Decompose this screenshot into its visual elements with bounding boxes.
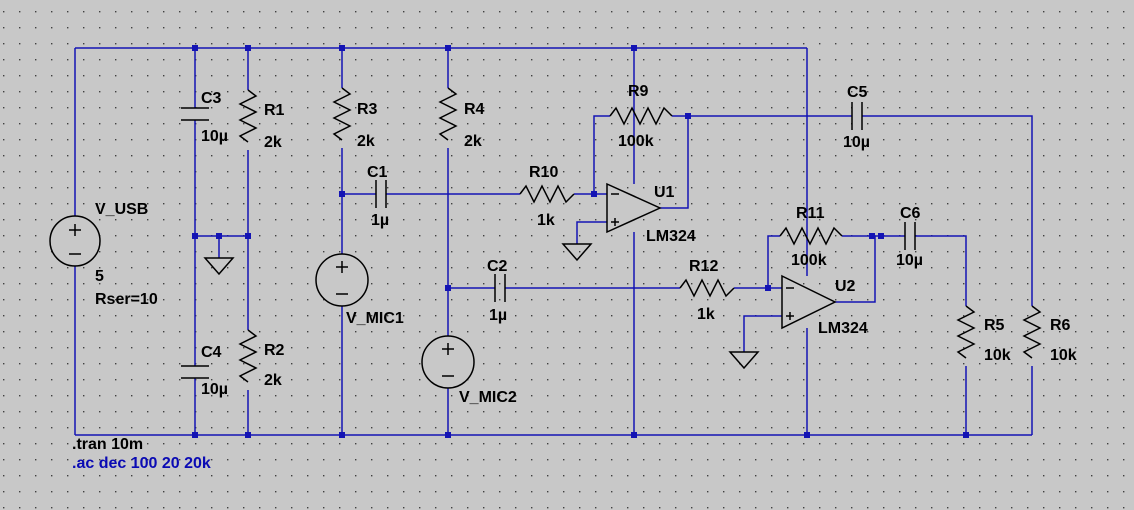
component-r1[interactable]: R1 2k [238,89,285,151]
resistor-icon [779,226,843,246]
resistor-icon [679,278,735,298]
v-usb-name: V_USB [95,201,148,218]
r4-value: 2k [464,133,482,150]
u2-name: U2 [835,278,856,295]
resistor-icon [332,87,352,141]
v-usb-value: 5 [95,268,104,285]
c3-value: 10µ [201,128,228,145]
r3-name: R3 [357,101,378,118]
capacitor-icon [375,180,387,208]
resistor-icon [438,87,458,141]
voltage-source-icon [49,215,101,267]
component-r10[interactable]: R10 1k [519,164,575,229]
voltage-source-icon [421,335,475,389]
opamp-icon [606,182,662,234]
ground-icon [728,351,760,370]
component-u2[interactable]: U2 LM324 [781,274,868,337]
r10-name: R10 [529,164,558,181]
capacitor-icon [904,222,916,250]
r11-value: 100k [791,252,827,269]
u2-value: LM324 [818,320,868,337]
component-r12[interactable]: R12 1k [679,258,735,323]
component-v-usb[interactable]: V_USB 5 Rser=10 [49,201,158,308]
component-c6[interactable]: C6 10µ [896,205,923,269]
c2-name: C2 [487,258,508,275]
c4-name: C4 [201,344,222,361]
r1-value: 2k [264,134,282,151]
r5-value: 10k [984,347,1011,364]
component-r2[interactable]: R2 2k [238,329,285,389]
r9-value: 100k [618,133,654,150]
resistor-icon [609,106,673,126]
r6-value: 10k [1050,347,1077,364]
r12-name: R12 [689,258,718,275]
component-r3[interactable]: R3 2k [332,87,378,150]
component-c1[interactable]: C1 1µ [367,164,389,229]
c5-value: 10µ [843,134,870,151]
r10-value: 1k [537,212,555,229]
c1-value: 1µ [371,212,389,229]
component-c3[interactable]: C3 10µ [181,90,228,145]
r9-name: R9 [628,83,649,100]
component-r9[interactable]: R9 100k [609,83,673,150]
component-c2[interactable]: C2 1µ [487,258,508,324]
resistor-icon [519,184,575,204]
ground-icon [561,243,593,262]
r1-name: R1 [264,102,285,119]
opamp-icon [781,274,837,330]
c2-value: 1µ [489,307,507,324]
v-mic1-name: V_MIC1 [346,310,404,327]
u1-value: LM324 [646,228,696,245]
component-u1[interactable]: U1 LM324 [606,182,696,245]
capacitor-icon [494,274,506,302]
r2-value: 2k [264,372,282,389]
resistor-icon [956,305,976,359]
r5-name: R5 [984,317,1005,334]
capacitor-icon [181,107,209,121]
r11-name: R11 [796,205,825,222]
voltage-source-icon [315,253,369,307]
tran-directive[interactable]: .tran 10m [72,436,143,453]
ground-icon [203,257,235,276]
v-usb-rser: Rser=10 [95,291,158,308]
resistor-icon [238,329,258,383]
component-r6[interactable]: R6 10k [1022,305,1077,364]
component-r4[interactable]: R4 2k [438,87,485,150]
capacitor-icon [181,365,209,379]
component-c4[interactable]: C4 10µ [181,344,228,398]
r6-name: R6 [1050,317,1071,334]
ac-directive[interactable]: .ac dec 100 20 20k [72,455,211,472]
r3-value: 2k [357,133,375,150]
c3-name: C3 [201,90,222,107]
v-mic2-name: V_MIC2 [459,389,517,406]
c1-name: C1 [367,164,388,181]
r4-name: R4 [464,101,485,118]
c4-value: 10µ [201,381,228,398]
r12-value: 1k [697,306,715,323]
c6-name: C6 [900,205,921,222]
component-v-mic1[interactable]: V_MIC1 [315,253,404,327]
c5-name: C5 [847,84,868,101]
capacitor-icon [851,102,863,130]
resistor-icon [1022,305,1042,359]
resistor-icon [238,89,258,143]
component-c5[interactable]: C5 10µ [843,84,870,151]
junctions [192,45,969,438]
component-r5[interactable]: R5 10k [956,305,1011,364]
r2-name: R2 [264,342,285,359]
component-r11[interactable]: R11 100k [779,205,843,269]
c6-value: 10µ [896,252,923,269]
u1-name: U1 [654,184,675,201]
component-v-mic2[interactable]: V_MIC2 [421,335,517,406]
